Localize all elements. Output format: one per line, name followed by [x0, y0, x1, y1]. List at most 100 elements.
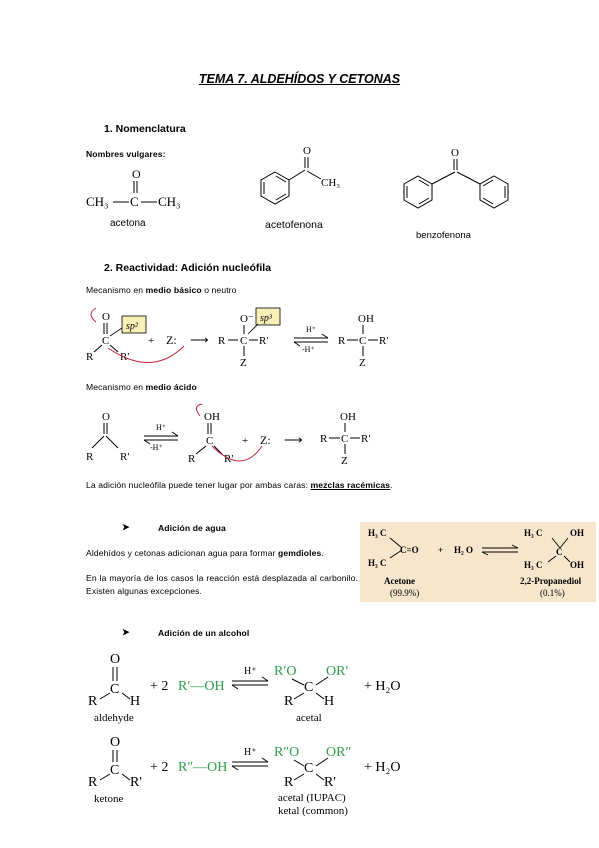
svg-text:C=O: C=O	[400, 545, 419, 555]
svg-text:H: H	[130, 694, 140, 709]
svg-text:Z: Z	[240, 357, 247, 369]
svg-text:OH: OH	[570, 528, 584, 538]
svg-text:Z: Z	[341, 455, 348, 467]
svg-text:OR″: OR″	[326, 745, 351, 760]
basic-mechanism-diagram: O C sp² R R' + Z: ⟶ O⁻ sp³ R C R' Z H⁺ -…	[86, 307, 388, 369]
svg-text:-H⁺: -H⁺	[150, 443, 163, 452]
svg-text:C: C	[206, 435, 213, 447]
svg-text:+: +	[242, 435, 248, 447]
svg-text:+: +	[438, 545, 443, 555]
svg-text:+ H₂O: + H₂O	[364, 679, 401, 694]
svg-text:R: R	[188, 453, 196, 465]
oxygen-label: O	[132, 167, 141, 181]
acetofenona-structure: O CH₃ acetofenona	[260, 145, 340, 231]
svg-text:ketal (common): ketal (common)	[278, 805, 348, 817]
svg-text:aldehyde: aldehyde	[94, 712, 134, 724]
svg-text:+: +	[148, 335, 154, 347]
svg-text:R: R	[338, 335, 346, 347]
hydration-equilibrium-box: H₃ C C=O H₃ C + H₂ O H₃ C OH C H₃ C OH A…	[360, 522, 596, 602]
svg-text:H⁺: H⁺	[156, 423, 166, 432]
svg-text:R″O: R″O	[274, 745, 299, 760]
svg-text:C: C	[304, 761, 313, 776]
svg-text:Z:: Z:	[260, 433, 271, 447]
svg-text:R': R'	[224, 453, 233, 465]
svg-text:+ H₂O: + H₂O	[364, 760, 401, 775]
svg-text:O⁻: O⁻	[240, 313, 254, 325]
svg-text:R″—OH: R″—OH	[178, 760, 227, 775]
section-heading-reactividad: 2. Reactividad: Adición nucleófila	[104, 262, 272, 274]
svg-text:R: R	[88, 775, 98, 790]
svg-text:+ 2: + 2	[150, 679, 168, 694]
svg-text:C: C	[304, 680, 313, 695]
mechanism-basic-label: Mecanismo en medio básico o neutro	[86, 285, 237, 295]
svg-text:+ 2: + 2	[150, 760, 168, 775]
svg-text:H₃ C: H₃ C	[524, 528, 542, 538]
svg-text:R: R	[86, 451, 94, 463]
acetal-formation-reaction: O C R H aldehyde + 2 R′—OH H⁺ R′O C OR′ …	[88, 652, 401, 724]
label-benzofenona: benzofenona	[416, 230, 472, 241]
ketal-formation-reaction: O C R R' ketone + 2 R″—OH H⁺ R″O C OR″ R…	[88, 735, 401, 817]
svg-text:O: O	[110, 735, 120, 750]
svg-text:C: C	[556, 547, 563, 557]
svg-text:R: R	[284, 694, 294, 709]
svg-text:Z:: Z:	[166, 333, 177, 347]
svg-text:R′—OH: R′—OH	[178, 679, 225, 694]
svg-text:⟶: ⟶	[190, 332, 209, 347]
svg-text:sp³: sp³	[260, 313, 273, 324]
svg-text:H₃ C: H₃ C	[524, 560, 542, 570]
svg-text:R: R	[88, 694, 98, 709]
water-line1: Aldehídos y cetonas adicionan agua para …	[86, 548, 324, 558]
svg-text:R': R'	[120, 451, 129, 463]
water-paragraph: En la mayoría de los casos la reacción e…	[86, 573, 358, 596]
svg-text:R': R'	[361, 433, 370, 445]
subheading-nombres-vulgares: Nombres vulgares:	[86, 149, 166, 159]
svg-text:OH: OH	[340, 411, 356, 423]
svg-text:C: C	[102, 335, 109, 347]
svg-text:R': R'	[379, 335, 388, 347]
section-heading-nomenclatura: 1. Nomenclatura	[104, 123, 186, 135]
bullet-icon: ➤	[122, 627, 130, 637]
svg-text:R: R	[320, 433, 328, 445]
svg-text:R': R'	[324, 775, 336, 790]
ch3-left: CH₃	[86, 194, 109, 209]
heading-adicion-agua: Adición de agua	[158, 523, 226, 533]
svg-text:OR′: OR′	[326, 664, 349, 679]
svg-text:H₃ C: H₃ C	[368, 558, 386, 568]
mechanism-acid-label: Mecanismo en medio ácido	[86, 382, 197, 392]
svg-text:C: C	[110, 682, 119, 697]
svg-text:O: O	[102, 311, 110, 323]
svg-text:OH: OH	[358, 313, 374, 325]
svg-text:-H⁺: -H⁺	[302, 345, 315, 354]
svg-text:C: C	[240, 335, 247, 347]
svg-text:sp²: sp²	[126, 321, 139, 332]
svg-text:(0.1%): (0.1%)	[540, 588, 565, 598]
label-acetofenona: acetofenona	[265, 219, 323, 231]
benzofenona-structure: O benzofenona	[403, 147, 509, 241]
acetona-structure: O CH₃ C CH₃ acetona	[86, 167, 181, 229]
svg-text:OH: OH	[204, 411, 220, 423]
svg-text:2,2-Propanediol: 2,2-Propanediol	[520, 576, 582, 586]
ch3-label: CH₃	[321, 177, 340, 189]
svg-text:H⁺: H⁺	[244, 747, 257, 758]
svg-text:H: H	[324, 694, 334, 709]
svg-text:R: R	[86, 351, 94, 363]
svg-text:acetal (IUPAC): acetal (IUPAC)	[278, 792, 346, 804]
svg-text:ketone: ketone	[94, 793, 123, 805]
svg-text:R: R	[284, 775, 294, 790]
ch3-right: CH₃	[158, 194, 181, 209]
svg-text:H⁺: H⁺	[244, 666, 257, 677]
svg-text:OH: OH	[570, 560, 584, 570]
carbon-label: C	[130, 194, 139, 209]
oxygen-label: O	[303, 145, 311, 157]
svg-text:(99.9%): (99.9%)	[390, 588, 419, 598]
svg-text:⟶: ⟶	[284, 432, 303, 447]
svg-text:H₂ O: H₂ O	[454, 545, 473, 555]
page-title: TEMA 7. ALDEHÍDOS Y CETONAS	[198, 72, 401, 86]
svg-text:H⁺: H⁺	[306, 325, 316, 334]
svg-text:C: C	[359, 335, 366, 347]
label-acetona: acetona	[110, 218, 146, 229]
racemic-note: La adición nucleófila puede tener lugar …	[86, 480, 393, 490]
svg-text:acetal: acetal	[296, 712, 322, 724]
svg-text:R': R'	[130, 775, 142, 790]
svg-text:O: O	[102, 411, 110, 423]
